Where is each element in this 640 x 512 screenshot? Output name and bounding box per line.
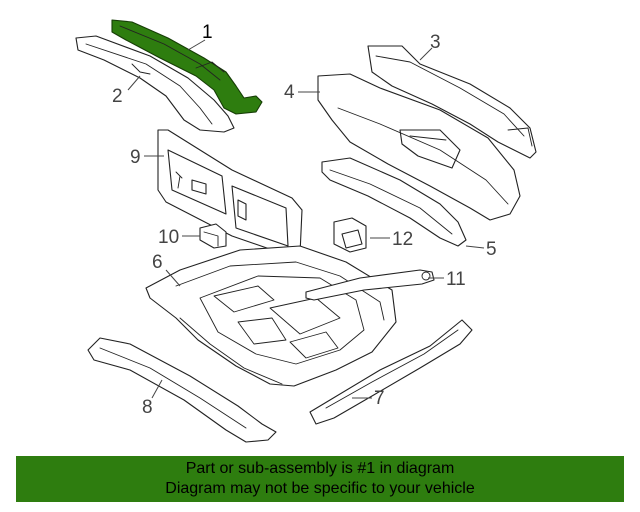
callout-9: 9 [130, 147, 141, 168]
callout-12: 12 [392, 229, 413, 250]
callout-5: 5 [486, 239, 497, 260]
part-11-rod [305, 269, 435, 301]
callout-10: 10 [158, 227, 179, 248]
callout-6: 6 [152, 252, 163, 273]
part-12-bracket [333, 217, 367, 253]
callout-2: 2 [112, 86, 123, 107]
part-7-rail [309, 319, 473, 425]
leader-lines [127, 39, 485, 399]
part-4-panel [317, 73, 521, 221]
part-1-highlighted-rail [111, 19, 263, 115]
part-3-panel [367, 45, 537, 159]
callout-3: 3 [430, 32, 441, 53]
callout-7: 7 [374, 388, 385, 409]
callout-labels: 1 2 3 4 5 6 7 8 9 10 11 12 [112, 22, 497, 418]
callout-8: 8 [142, 397, 153, 418]
info-banner: Part or sub-assembly is #1 in diagram Di… [16, 456, 624, 502]
part-10-bracket [199, 223, 227, 249]
callout-11: 11 [446, 269, 466, 290]
part-9-panel [157, 129, 303, 257]
part-5-rail [321, 157, 467, 247]
banner-line-2: Diagram may not be specific to your vehi… [165, 480, 475, 497]
callout-1: 1 [202, 22, 213, 43]
banner-line-1: Part or sub-assembly is #1 in diagram [185, 460, 455, 477]
part-6-floor-pan [145, 245, 397, 387]
parts-diagram: 1 2 3 4 5 6 7 8 9 10 11 12 [75, 19, 537, 443]
part-1-shape [111, 19, 263, 115]
part-2-rail [75, 35, 235, 133]
part-8-rail [87, 337, 277, 443]
callout-4: 4 [284, 82, 295, 103]
